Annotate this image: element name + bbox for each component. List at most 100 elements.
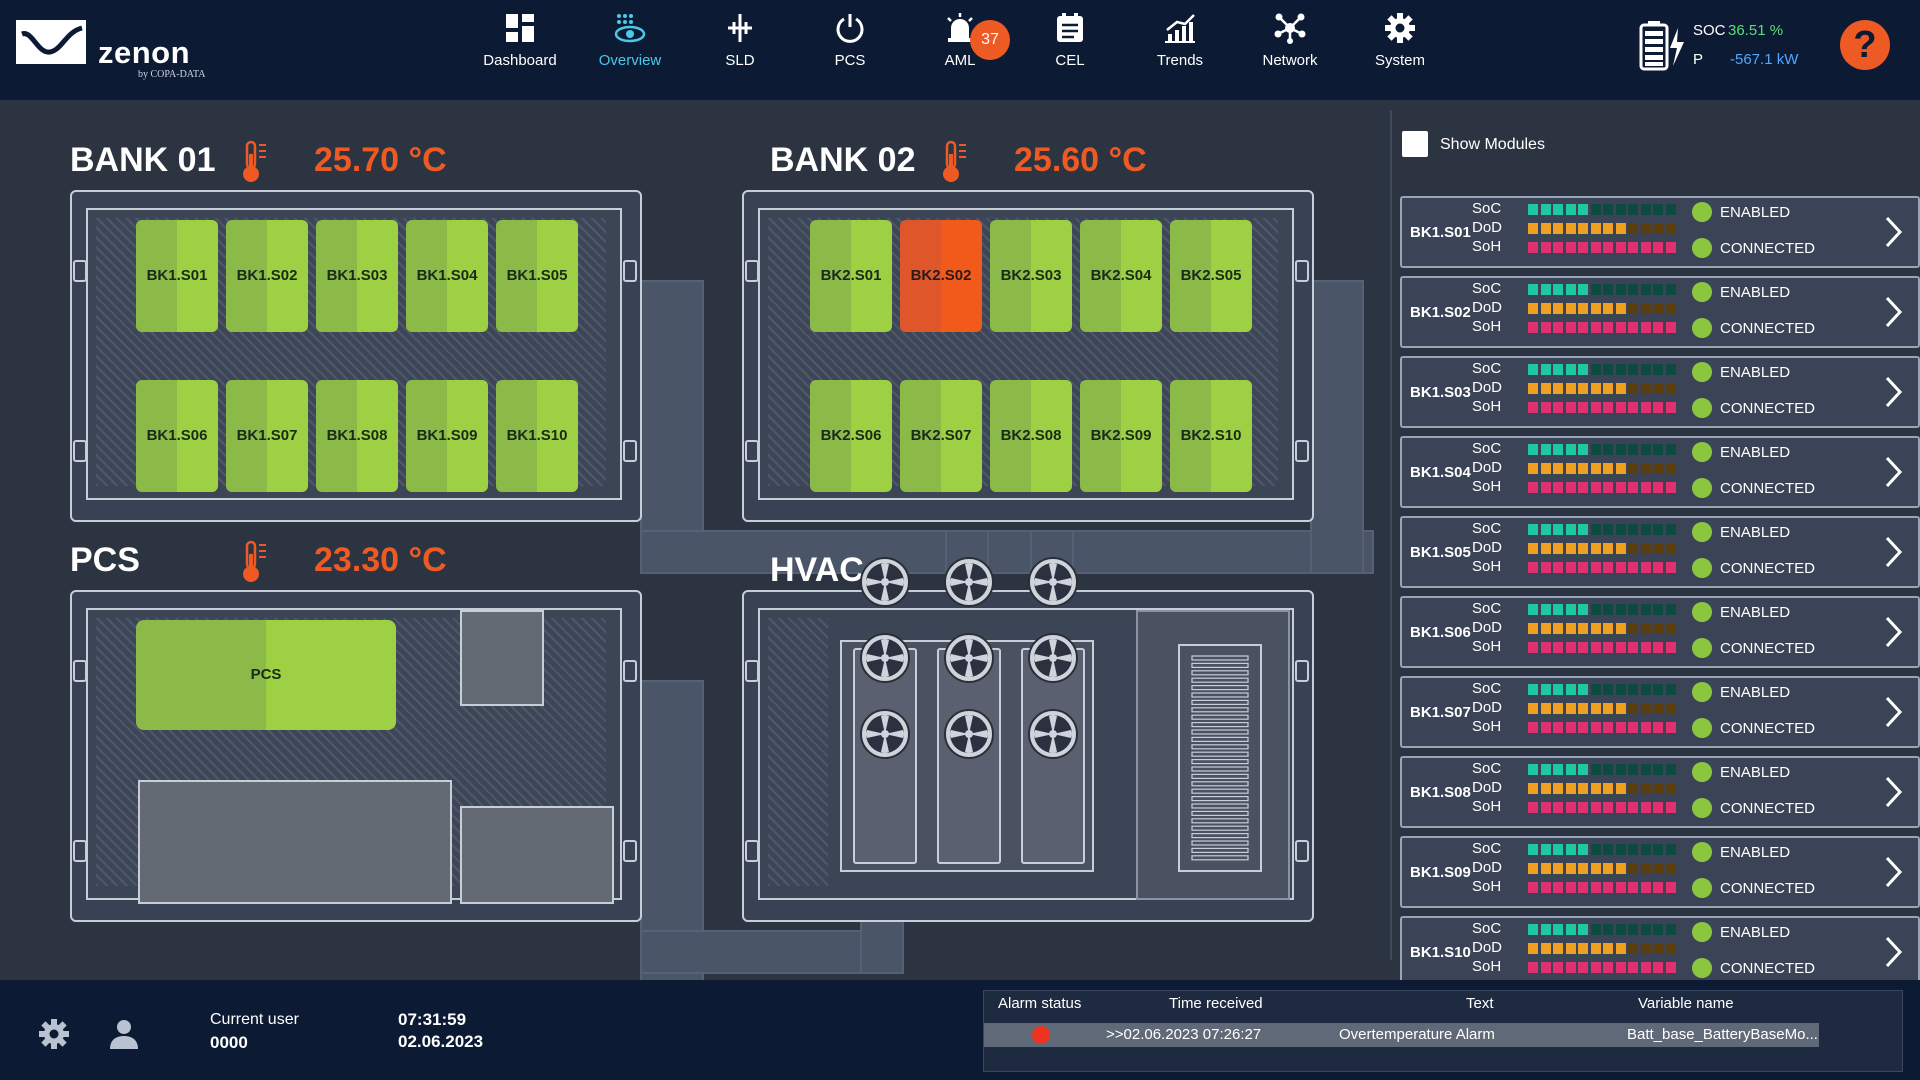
soc-segment	[1615, 844, 1626, 855]
nav-cel[interactable]: CEL	[1020, 12, 1120, 82]
soc-segment	[1640, 364, 1651, 375]
cell-bk1-s02[interactable]: BK1.S02	[226, 220, 308, 332]
col-header-time-received[interactable]: Time received	[1169, 995, 1263, 1012]
soh-segment	[1628, 882, 1638, 893]
nav-system[interactable]: System	[1350, 12, 1450, 82]
soc-segment	[1665, 764, 1676, 775]
settings-button[interactable]	[38, 1018, 70, 1055]
soh-segment	[1553, 482, 1563, 493]
nav-network[interactable]: Network	[1240, 12, 1340, 82]
soh-segment	[1578, 322, 1588, 333]
dod-segment	[1665, 383, 1676, 394]
nav-sld[interactable]: SLD	[690, 12, 790, 82]
col-header-variable-name[interactable]: Variable name	[1638, 995, 1734, 1012]
chevron-right-icon[interactable]	[1878, 212, 1908, 252]
chevron-right-icon[interactable]	[1878, 612, 1908, 652]
cell-bk1-s09[interactable]: BK1.S09	[406, 380, 488, 492]
cell-bk2-s10[interactable]: BK2.S10	[1170, 380, 1252, 492]
nav-trends[interactable]: Trends	[1130, 12, 1230, 82]
dod-segment	[1565, 623, 1576, 634]
nav-pcs[interactable]: PCS	[800, 12, 900, 82]
dod-segment	[1528, 223, 1538, 234]
pcs-unit[interactable]: PCS	[136, 620, 396, 730]
chevron-right-icon[interactable]	[1878, 772, 1908, 812]
enabled-status: ENABLED	[1720, 684, 1791, 701]
cell-bk2-s02-alarm[interactable]: BK2.S02	[900, 220, 982, 332]
col-header-alarm-status[interactable]: Alarm status	[998, 995, 1082, 1012]
cell-bk1-s07[interactable]: BK1.S07	[226, 380, 308, 492]
dod-segment	[1590, 463, 1601, 474]
soh-segment	[1565, 562, 1576, 573]
cell-bk1-s08[interactable]: BK1.S08	[316, 380, 398, 492]
soh-segment	[1578, 562, 1588, 573]
soc-segment	[1528, 524, 1538, 535]
cell-bk2-s03[interactable]: BK2.S03	[990, 220, 1072, 332]
chevron-right-icon[interactable]	[1878, 692, 1908, 732]
dod-segment	[1640, 463, 1651, 474]
dod-bar-gauge	[1528, 383, 1678, 395]
cell-bk1-s04[interactable]: BK1.S04	[406, 220, 488, 332]
soh-segment	[1528, 242, 1538, 253]
soh-segment	[1565, 962, 1576, 973]
nav-overview[interactable]: Overview	[580, 12, 680, 82]
soh-bar-gauge	[1528, 402, 1678, 414]
cell-bk2-s06[interactable]: BK2.S06	[810, 380, 892, 492]
cell-bk2-s04[interactable]: BK2.S04	[1080, 220, 1162, 332]
dod-segment	[1528, 783, 1538, 794]
cell-bk2-s07[interactable]: BK2.S07	[900, 380, 982, 492]
soh-segment	[1665, 962, 1676, 973]
chevron-right-icon[interactable]	[1878, 532, 1908, 572]
soh-segment	[1640, 722, 1651, 733]
nav-label: System	[1374, 52, 1425, 69]
soh-segment	[1628, 242, 1638, 253]
metric-label-soc: SoC	[1472, 280, 1502, 297]
cell-bk2-s08[interactable]: BK2.S08	[990, 380, 1072, 492]
cell-bk2-s01[interactable]: BK2.S01	[810, 220, 892, 332]
dod-segment	[1590, 943, 1601, 954]
status-indicator-dot	[1692, 362, 1712, 382]
nav-aml[interactable]: AML	[910, 12, 1010, 82]
col-header-text[interactable]: Text	[1466, 995, 1494, 1012]
chevron-right-icon[interactable]	[1878, 292, 1908, 332]
nav-dashboard[interactable]: Dashboard	[470, 12, 570, 82]
chevron-right-icon[interactable]	[1878, 452, 1908, 492]
cell-bk1-s05[interactable]: BK1.S05	[496, 220, 578, 332]
dod-segment	[1628, 863, 1638, 874]
cell-bk1-s10[interactable]: BK1.S10	[496, 380, 578, 492]
radiator-fin	[1191, 781, 1249, 787]
dod-segment	[1640, 223, 1651, 234]
cell-bk1-s03[interactable]: BK1.S03	[316, 220, 398, 332]
cell-bk2-s09[interactable]: BK2.S09	[1080, 380, 1162, 492]
pcs-switchgear	[460, 806, 614, 904]
chevron-right-icon[interactable]	[1878, 372, 1908, 412]
cell-bk1-s01[interactable]: BK1.S01	[136, 220, 218, 332]
cell-bk2-s05[interactable]: BK2.S05	[1170, 220, 1252, 332]
help-button[interactable]: ?	[1840, 20, 1890, 70]
container-latch	[745, 260, 759, 282]
radiator-fin	[1191, 662, 1249, 668]
soc-segment	[1653, 604, 1663, 615]
dod-bar-gauge	[1528, 303, 1678, 315]
connection-status: CONNECTED	[1720, 720, 1816, 737]
user-button[interactable]	[108, 1018, 140, 1055]
status-indicator-dot	[1692, 958, 1712, 978]
chevron-right-icon[interactable]	[1878, 852, 1908, 892]
fan-icon	[1028, 633, 1078, 683]
soc-segment	[1528, 604, 1538, 615]
dod-segment	[1540, 223, 1551, 234]
show-modules-checkbox[interactable]	[1402, 131, 1428, 157]
alarm-row[interactable]: >>02.06.2023 07:26:27 Overtemperature Al…	[984, 1023, 1819, 1047]
chevron-right-icon[interactable]	[1878, 932, 1908, 972]
dod-bar-gauge	[1528, 703, 1678, 715]
cell-bk1-s06[interactable]: BK1.S06	[136, 380, 218, 492]
